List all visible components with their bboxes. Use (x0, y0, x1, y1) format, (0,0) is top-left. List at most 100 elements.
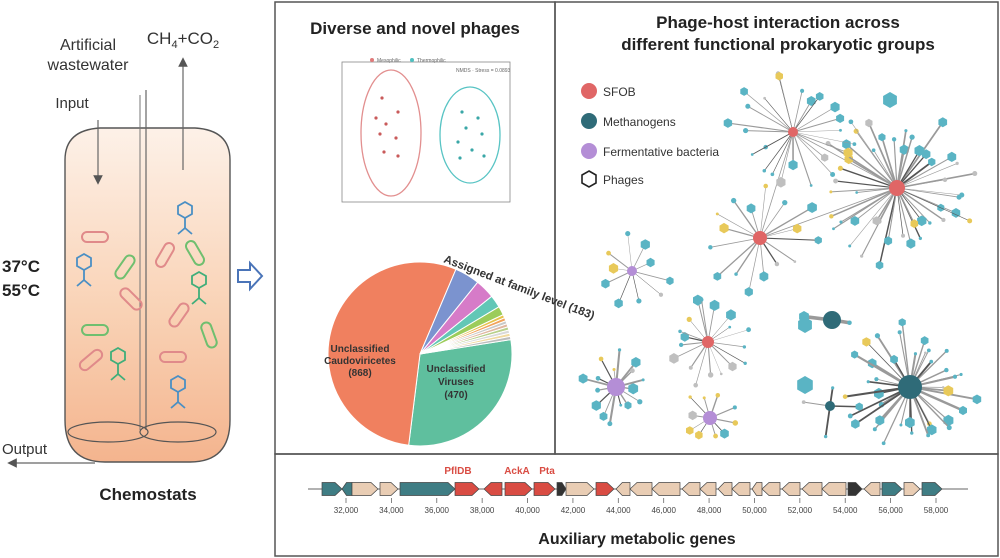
phage-node (890, 354, 898, 364)
phage-node (941, 217, 946, 223)
phage-node (666, 276, 674, 286)
phage-node (929, 359, 934, 364)
phage-node (852, 142, 857, 147)
network-edge (631, 270, 640, 302)
nmds-legend-marker-thermo (410, 58, 414, 62)
phage-node (848, 119, 854, 125)
phage-node (640, 239, 650, 250)
phage-node (595, 387, 601, 393)
network-edge (896, 187, 960, 198)
phage-node (809, 184, 813, 187)
phage-node (917, 215, 927, 227)
phage-node (972, 394, 982, 405)
network-edge (896, 187, 962, 196)
phage-node (631, 357, 641, 368)
phage-icon (177, 200, 193, 235)
bacterium (81, 324, 109, 336)
phage-node (927, 424, 937, 436)
phage-node (959, 372, 963, 377)
phage-node (798, 317, 812, 333)
phage-node (830, 172, 836, 177)
network-edge (759, 237, 796, 262)
pie-slice-assigned (419, 335, 512, 355)
flow-arrow (237, 260, 264, 292)
phage-node (728, 325, 732, 329)
phage-node (680, 332, 689, 342)
network-edge (701, 299, 709, 343)
phage-node (693, 382, 699, 388)
network-edge (840, 167, 898, 189)
network-edge (759, 206, 813, 239)
taxonomy-pie-chart (327, 261, 513, 447)
phage-node (904, 129, 908, 133)
phage-node (832, 227, 835, 231)
network-edge (717, 213, 761, 239)
phage-node (914, 145, 925, 157)
phage-node (678, 342, 684, 348)
network-edge (733, 200, 761, 239)
phage-node (695, 430, 703, 440)
phage-node (918, 236, 922, 241)
network-edge (845, 143, 898, 189)
output-label: Output (2, 441, 48, 458)
pie-slice-viruses (408, 339, 513, 447)
gene-arrow (863, 482, 881, 496)
network-edge (759, 185, 767, 239)
bacterium (155, 242, 175, 268)
phage-node (629, 368, 635, 374)
phage-node (699, 297, 704, 302)
phage-node (959, 405, 967, 416)
host-node-fermentative (703, 411, 717, 425)
phage-node (715, 393, 721, 398)
phage-node (815, 92, 824, 101)
network-edge (752, 131, 794, 155)
phage-node (709, 299, 720, 311)
stirrer-right (139, 421, 217, 443)
phage-node (719, 372, 723, 376)
network-edge (850, 121, 898, 189)
phage-node (606, 250, 611, 256)
phage-node (688, 395, 692, 399)
network-edge (792, 131, 855, 145)
phage-node (591, 400, 601, 411)
nmds-plot: Mesophilic Thermophilic NMDS · Stress = … (341, 58, 511, 203)
host-node-methanogen (898, 375, 922, 399)
nmds-legend-thermo: Thermophilic (417, 58, 446, 64)
phage-node (730, 197, 737, 204)
phage-node (874, 333, 881, 339)
phage-node (814, 236, 822, 245)
network-edge (896, 156, 953, 189)
phage-node (746, 203, 756, 214)
phage-node (688, 410, 697, 421)
genome-tick-label: 54,000 (833, 506, 858, 515)
phage-node (713, 272, 722, 281)
phage-node (608, 263, 619, 274)
phage-node (836, 113, 845, 123)
genome-tick-label: 58,000 (924, 506, 949, 515)
gene-arrow (341, 482, 353, 496)
legend-sfob-marker (581, 83, 597, 99)
network-edge (896, 136, 913, 189)
phage-node (944, 348, 949, 353)
gene-arrow (565, 482, 595, 496)
phage-node (872, 427, 877, 432)
network-edge (778, 76, 794, 133)
phages-panel: Diverse and novel phages Mesophilic Ther… (310, 19, 596, 447)
phage-node (686, 316, 692, 322)
genes-panel-title: Auxiliary metabolic genes (538, 531, 736, 548)
network-edge (759, 237, 819, 241)
phage-node (913, 352, 918, 356)
genome-tick-label: 56,000 (878, 506, 903, 515)
gene-arrow (761, 482, 781, 496)
phage-node (897, 330, 902, 335)
phage-node (928, 157, 936, 167)
phage-node (614, 298, 623, 309)
network-edge (759, 202, 786, 239)
phage-node (759, 271, 769, 282)
phage-node (763, 96, 767, 100)
gene-arrow (699, 482, 717, 496)
legend-methanogens: Methanogens (603, 115, 676, 129)
bacterium (185, 240, 205, 266)
phage-node (899, 144, 909, 155)
